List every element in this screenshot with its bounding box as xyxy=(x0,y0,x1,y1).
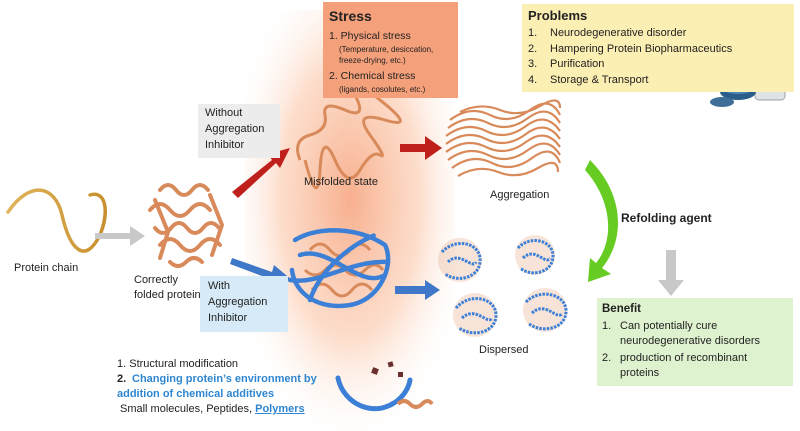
benefit-item2-number: 2. xyxy=(602,352,612,364)
dispersed-particle xyxy=(438,238,482,282)
problem-number: 2. xyxy=(528,42,538,55)
benefit-item2-line2: proteins xyxy=(620,367,660,379)
red-arrow-to-aggregation xyxy=(400,136,442,160)
problem-text: Storage & Transport xyxy=(550,73,649,86)
refolding-agent-label: Refolding agent xyxy=(621,211,712,225)
aggregation-label: Aggregation xyxy=(490,189,550,201)
physical-stress-detail-1: (Temperature, desiccation, xyxy=(339,45,434,54)
without-inhibitor-line3: Inhibitor xyxy=(205,139,245,151)
chemical-stress-detail: (ligands, cosolutes, etc.) xyxy=(339,85,426,94)
problems-box: Problems 1. Neurodegenerative disorder 2.… xyxy=(522,4,794,92)
correctly-folded-label-2: folded protein xyxy=(134,289,201,301)
red-arrow-to-misfolded xyxy=(232,148,290,198)
problem-number: 1. xyxy=(528,27,538,39)
protein-chain-label: Protein chain xyxy=(14,262,79,274)
with-inhibitor-line1: With xyxy=(208,280,230,292)
problem-text: Purification xyxy=(550,58,605,70)
benefit-box: Benefit 1. Can potentially cure neurodeg… xyxy=(597,298,793,386)
problem-item: 2. Hampering Protein Biopharmaceutics xyxy=(528,42,732,58)
problem-number: 4. xyxy=(528,73,538,86)
problem-item: 3. Purification xyxy=(528,57,732,73)
problem-item: 1. Neurodegenerative disorder xyxy=(528,26,732,42)
problem-number: 3. xyxy=(528,58,538,70)
without-inhibitor-line1: Without xyxy=(205,107,243,119)
physical-stress-title: 1. Physical stress xyxy=(329,30,411,42)
with-inhibitor-box: With Aggregation Inhibitor xyxy=(200,276,288,332)
protein-chain-shape xyxy=(6,188,107,253)
problem-item: 4. Storage & Transport xyxy=(528,73,732,89)
benefit-title: Benefit xyxy=(602,303,641,315)
polymer-complex-shape xyxy=(287,228,391,309)
gray-arrow-to-folded xyxy=(95,226,145,246)
correctly-folded-label-1: Correctly xyxy=(134,274,179,286)
strategy-2-number: 2. xyxy=(117,373,127,385)
physical-stress-detail-2: freeze-drying, etc.) xyxy=(339,56,406,65)
misfolded-protein-shape xyxy=(296,82,402,190)
with-inhibitor-line2: Aggregation xyxy=(208,296,268,308)
strategy-structural-modification: 1. Structural modification xyxy=(117,358,239,370)
chemical-stress-title: 2. Chemical stress xyxy=(329,70,416,82)
with-inhibitor-line3: Inhibitor xyxy=(208,312,248,324)
benefit-item2-line1: production of recombinant xyxy=(620,352,748,364)
benefit-item1-number: 1. xyxy=(602,320,612,332)
dispersed-label: Dispersed xyxy=(479,344,529,356)
stress-box: Stress 1. Physical stress (Temperature, … xyxy=(323,2,458,98)
green-refolding-arrow xyxy=(585,160,618,282)
folded-protein-shape xyxy=(148,183,225,268)
dispersed-particle xyxy=(453,293,498,337)
strategy-examples-text: Small molecules, Peptides, xyxy=(120,403,256,415)
gray-arrow-to-benefit xyxy=(658,250,684,296)
strategy-examples: Small molecules, Peptides, Polymers xyxy=(120,403,305,415)
misfolded-label: Misfolded state xyxy=(304,176,378,188)
problem-text: Neurodegenerative disorder xyxy=(550,27,687,39)
dispersed-particle xyxy=(523,288,568,332)
problem-text: Hampering Protein Biopharmaceutics xyxy=(550,42,733,55)
aggregation-shape xyxy=(445,99,562,177)
additives-illustration xyxy=(335,361,434,412)
benefit-item1-line1: Can potentially cure xyxy=(620,320,718,332)
stress-title: Stress xyxy=(329,8,372,24)
problems-list: 1. Neurodegenerative disorder 2. Hampering… xyxy=(528,26,732,88)
blue-arrow-to-dispersed xyxy=(395,280,440,300)
problems-title: Problems xyxy=(528,8,588,23)
without-inhibitor-line2: Aggregation xyxy=(205,123,265,135)
without-inhibitor-box: Without Aggregation Inhibitor xyxy=(198,104,280,158)
benefit-item1-line2: neurodegenerative disorders xyxy=(620,335,761,347)
polymers-link[interactable]: Polymers xyxy=(255,403,305,415)
dispersed-particles-shape xyxy=(438,235,568,337)
strategy-environment-line2: addition of chemical additives xyxy=(117,388,275,400)
strategy-environment-line1: Changing protein’s environment by xyxy=(132,373,317,385)
dispersed-particle xyxy=(515,235,555,275)
